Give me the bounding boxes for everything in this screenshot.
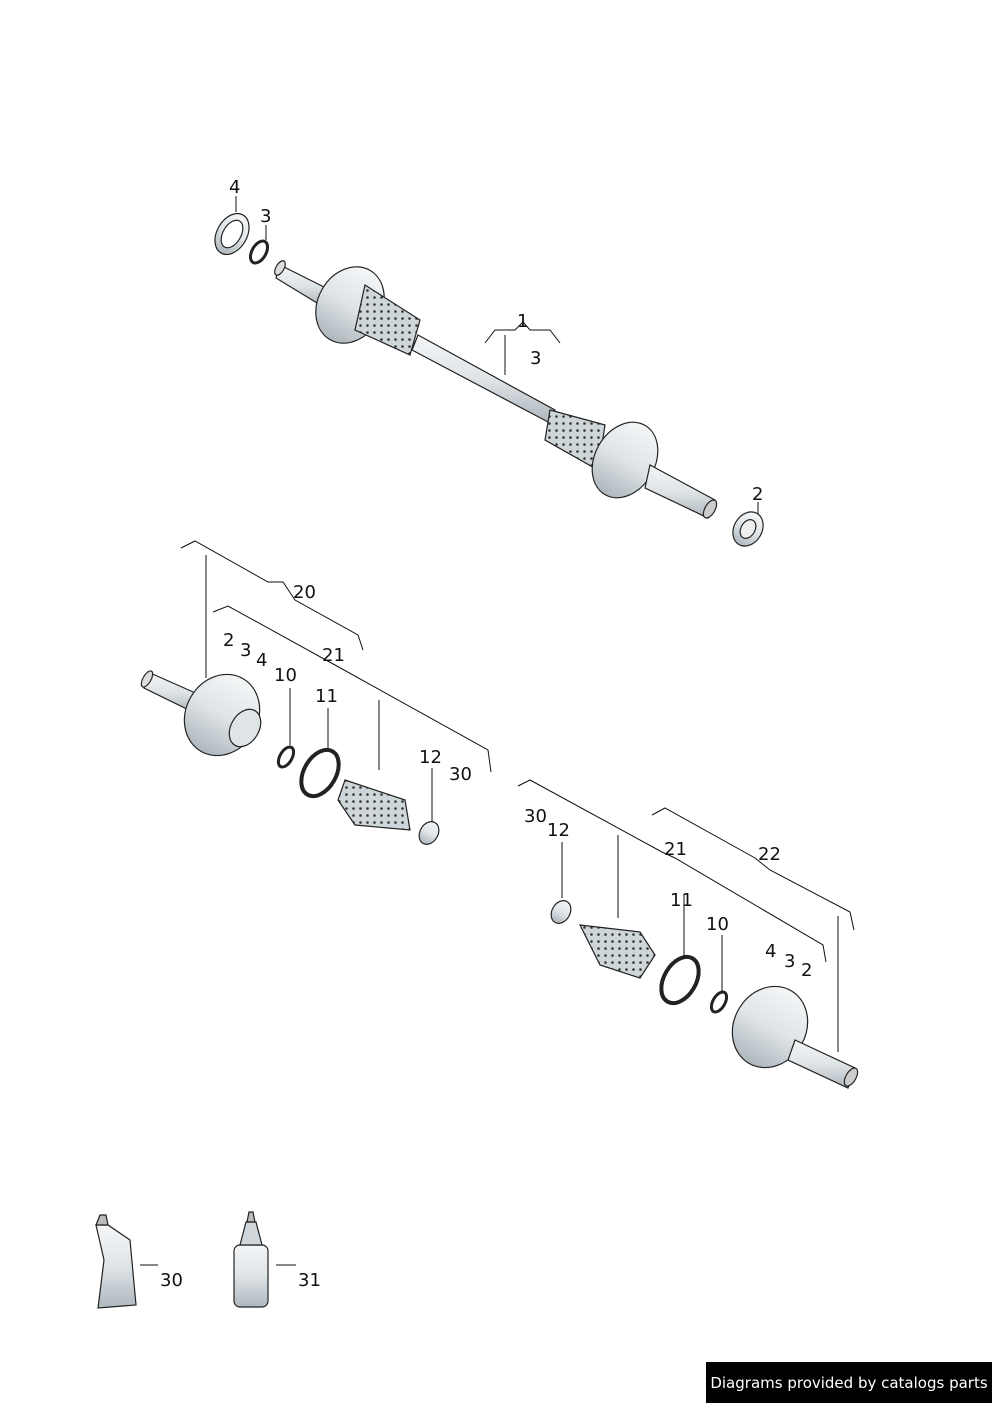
label-mid-12: 12 xyxy=(419,747,442,768)
label-top-3a: 3 xyxy=(260,206,271,227)
middle-leader-lines xyxy=(180,540,492,822)
label-low-22: 22 xyxy=(758,844,781,865)
sealant-bottle-part-31 xyxy=(233,1211,296,1308)
label-low-3: 3 xyxy=(784,951,795,972)
label-top-2: 2 xyxy=(752,484,763,505)
label-low-10: 10 xyxy=(706,914,729,935)
label-low-30: 30 xyxy=(524,806,547,827)
top-leader-lines xyxy=(235,196,759,514)
label-mid-10: 10 xyxy=(274,665,297,686)
label-low-11: 11 xyxy=(670,890,693,911)
label-top-4: 4 xyxy=(229,177,240,198)
label-mid-21: 21 xyxy=(322,645,345,666)
label-mid-4: 4 xyxy=(256,650,267,671)
footer-text: Diagrams provided by catalogs parts xyxy=(710,1373,988,1392)
lower-leader-lines xyxy=(517,779,855,1052)
label-mid-3: 3 xyxy=(240,640,251,661)
circlip-part-3 xyxy=(248,239,270,265)
shaft-body xyxy=(274,260,718,519)
label-mid-11: 11 xyxy=(315,686,338,707)
label-low-4: 4 xyxy=(765,941,776,962)
label-mid-20: 20 xyxy=(293,582,316,603)
label-mid-2: 2 xyxy=(223,630,234,651)
label-top-3b: 3 xyxy=(530,348,541,369)
label-low-2: 2 xyxy=(801,960,812,981)
label-top-1: 1 xyxy=(517,311,528,332)
part-number-labels: 4 3 1 3 2 20 2 3 4 21 10 11 12 30 30 12 … xyxy=(160,177,812,1291)
label-tube-30: 30 xyxy=(160,1270,183,1291)
nut-part-2 xyxy=(732,511,764,547)
joint-kit-left xyxy=(140,670,440,845)
footer-credit: Diagrams provided by catalogs parts xyxy=(706,1362,992,1403)
label-bottle-31: 31 xyxy=(298,1270,321,1291)
label-low-12: 12 xyxy=(547,820,570,841)
joint-kit-right xyxy=(550,900,859,1089)
label-low-21: 21 xyxy=(664,839,687,860)
drive-shaft-assembly xyxy=(214,212,764,547)
label-mid-30: 30 xyxy=(449,764,472,785)
seal-ring-part-4 xyxy=(214,212,250,256)
grease-tube-part-30 xyxy=(95,1214,158,1309)
